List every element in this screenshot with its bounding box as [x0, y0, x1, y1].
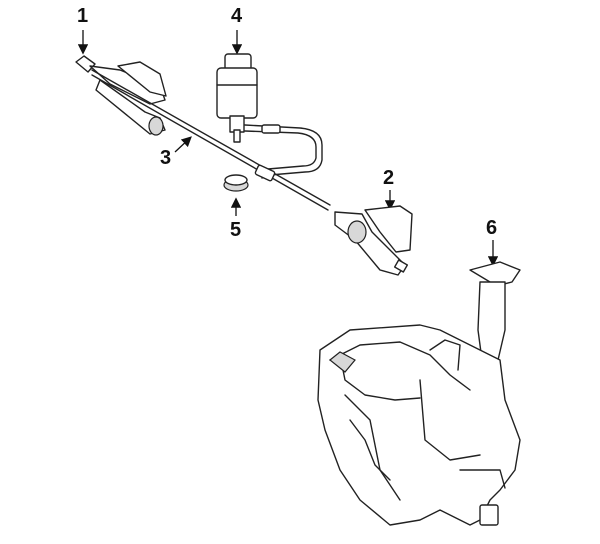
- washer-pump-part-4: [216, 53, 258, 143]
- callout-1: 1: [77, 5, 89, 27]
- washer-hose-part-3: [91, 69, 331, 211]
- callout-4: 4: [231, 5, 243, 27]
- washer-reservoir-part-6: [317, 261, 521, 526]
- washer-nozzle-part-1: [75, 55, 167, 136]
- callout-6: 6: [486, 217, 498, 239]
- callout-3: 3: [160, 147, 172, 169]
- callout-2: 2: [383, 167, 395, 189]
- headlamp-washer-part-2: [334, 205, 413, 276]
- grommet-part-5: [223, 174, 249, 192]
- callout-5: 5: [230, 219, 242, 241]
- leader-arrows: [77, 30, 499, 267]
